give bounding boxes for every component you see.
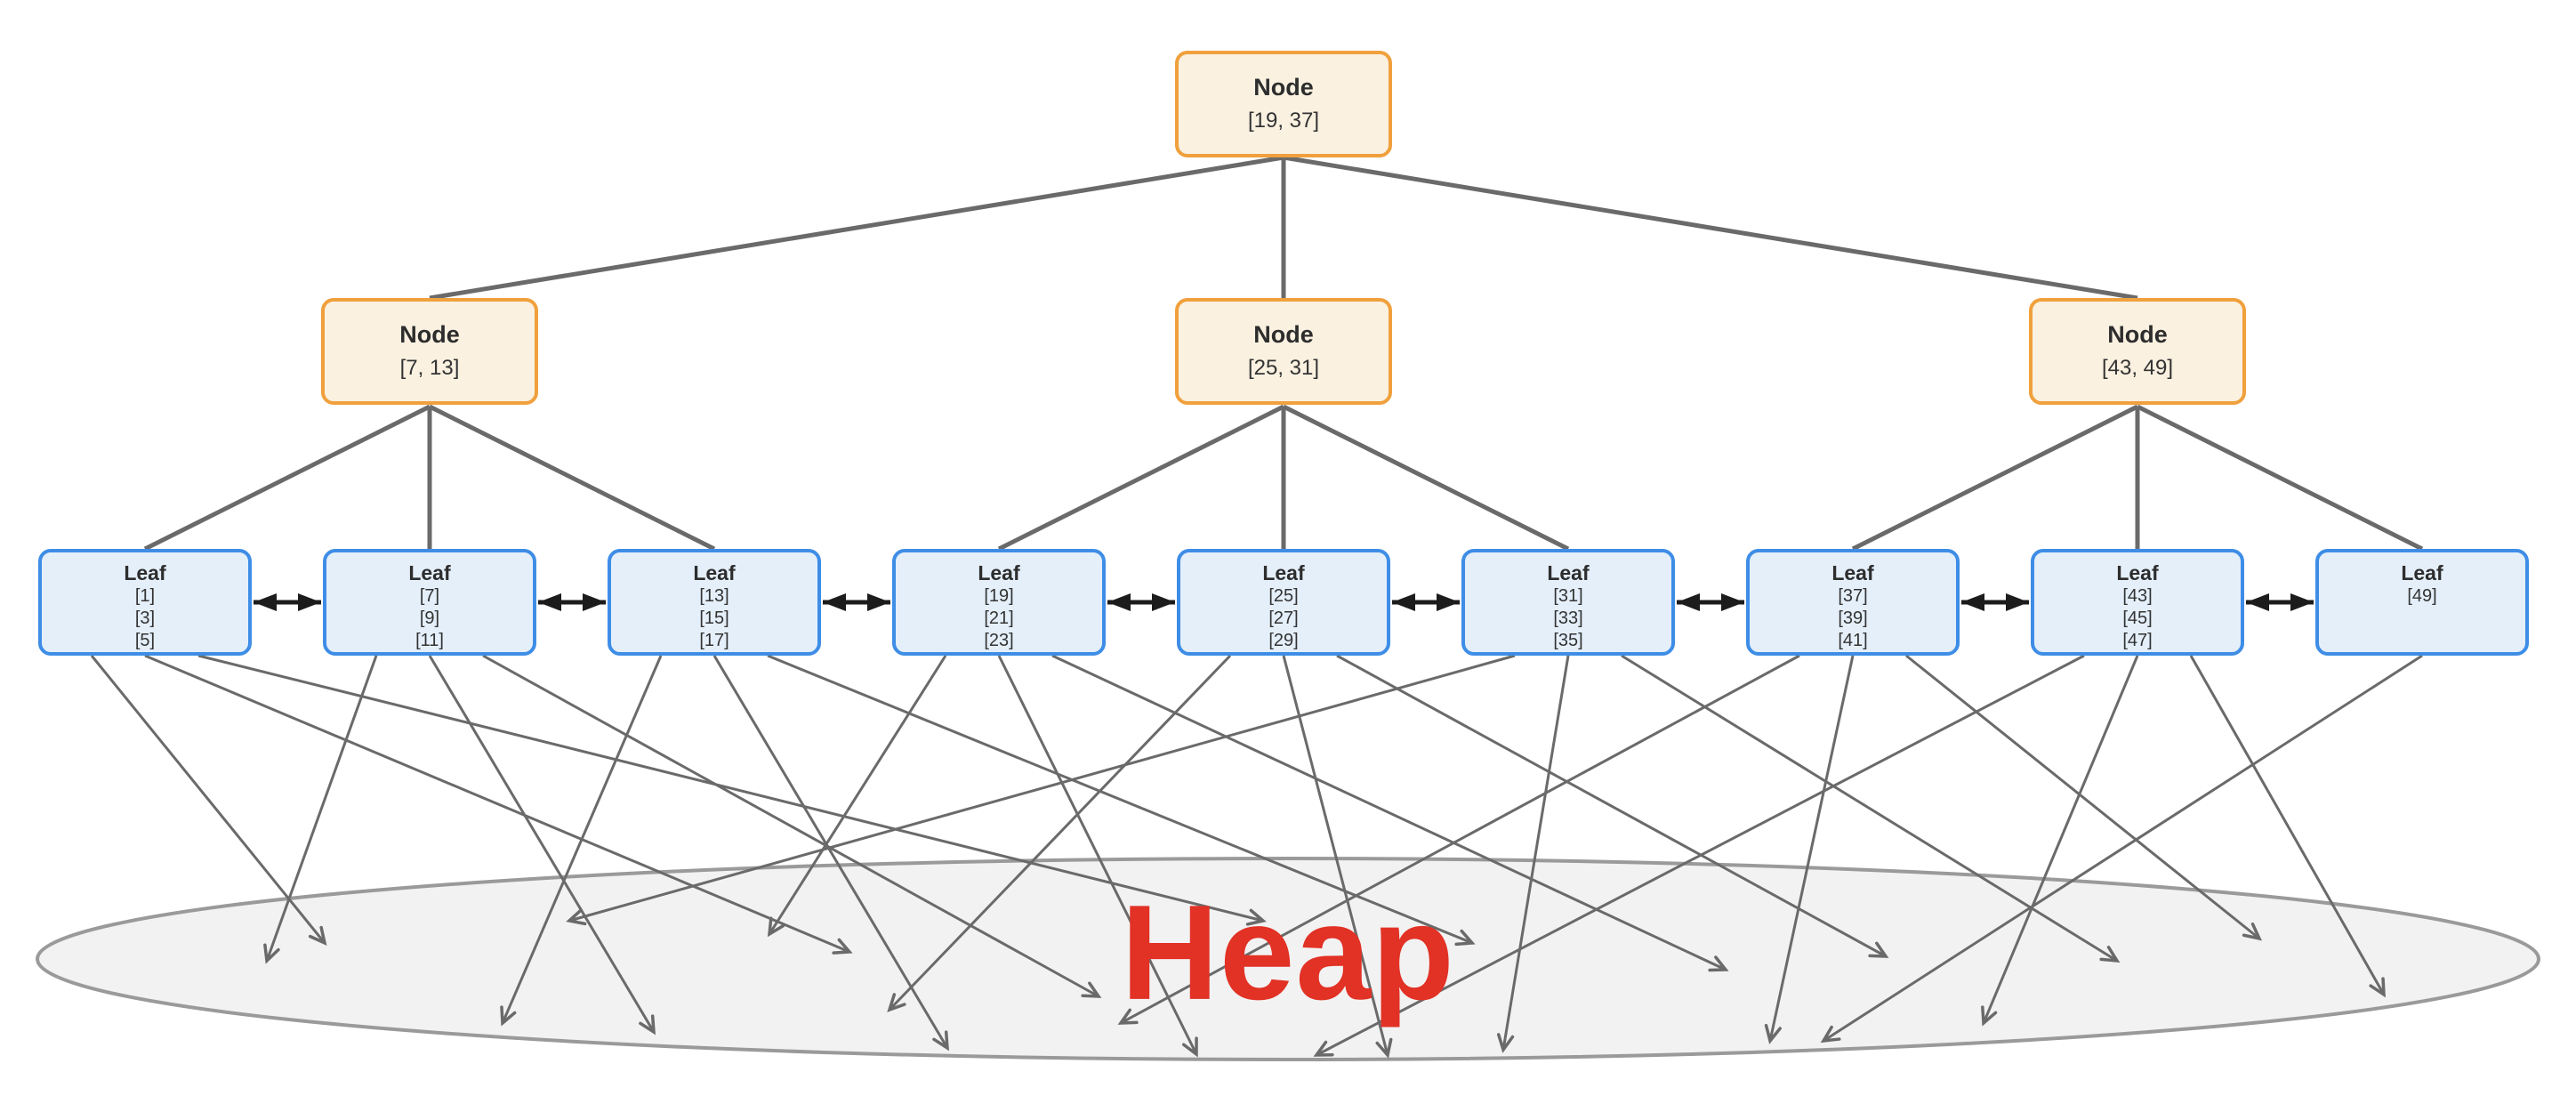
leaf-node-6: Leaf [31] [33] [35]: [1461, 549, 1675, 656]
leaf-key: [1]: [134, 586, 156, 606]
internal-node-2: Node [25, 31]: [1175, 298, 1392, 405]
leaf-node-2: Leaf [7] [9] [11]: [323, 549, 536, 656]
leaf-node-7: Leaf [37] [39] [41]: [1746, 549, 1960, 656]
internal-node-title: Node: [1253, 321, 1314, 348]
leaf-key: [13]: [699, 586, 729, 606]
internal-node-title: Node: [2107, 321, 2168, 348]
root-node: Node [19, 37]: [1175, 51, 1392, 157]
leaf-key: [23]: [984, 631, 1014, 650]
leaf-key: [43]: [2122, 586, 2153, 606]
leaf-title: Leaf: [978, 561, 1020, 584]
leaf-key: [3]: [134, 608, 156, 628]
leaf-key: [7]: [419, 586, 440, 606]
leaf-key: [17]: [699, 631, 729, 650]
leaf-node-8: Leaf [43] [45] [47]: [2031, 549, 2244, 656]
leaf-key: [27]: [1268, 608, 1299, 628]
leaf-node-3: Leaf [13] [15] [17]: [608, 549, 821, 656]
leaf-key: [9]: [419, 608, 440, 628]
leaf-title: Leaf: [2116, 561, 2159, 584]
leaf-node-9: Leaf [49]: [2315, 549, 2529, 656]
root-node-title: Node: [1253, 74, 1314, 101]
leaf-key: [11]: [415, 631, 444, 650]
leaf-key: [29]: [1268, 631, 1299, 650]
internal-node-keys: [25, 31]: [1247, 356, 1320, 381]
internal-node-3: Node [43, 49]: [2029, 298, 2246, 405]
leaf-key: [21]: [984, 608, 1014, 628]
leaf-title: Leaf: [2401, 561, 2443, 584]
leaf-key: [25]: [1268, 586, 1299, 606]
leaf-title: Leaf: [1262, 561, 1305, 584]
leaf-key: [47]: [2122, 631, 2153, 650]
leaf-key: [41]: [1838, 631, 1868, 650]
leaf-key: [19]: [984, 586, 1014, 606]
leaf-key: [37]: [1838, 586, 1868, 606]
leaf-node-4: Leaf [19] [21] [23]: [892, 549, 1106, 656]
leaf-key: [39]: [1838, 608, 1868, 628]
leaf-node-5: Leaf [25] [27] [29]: [1177, 549, 1390, 656]
leaf-title: Leaf: [124, 561, 166, 584]
leaf-key: [33]: [1553, 608, 1583, 628]
leaf-title: Leaf: [1831, 561, 1874, 584]
internal-node-keys: [7, 13]: [399, 356, 460, 381]
leaf-title: Leaf: [1547, 561, 1590, 584]
leaf-key: [45]: [2122, 608, 2153, 628]
leaf-key: [35]: [1553, 631, 1583, 650]
internal-node-keys: [43, 49]: [2101, 356, 2174, 381]
leaf-key: [49]: [2407, 586, 2437, 606]
leaf-node-1: Leaf [1] [3] [5]: [38, 549, 252, 656]
root-node-keys: [19, 37]: [1247, 109, 1320, 133]
leaf-title: Leaf: [693, 561, 736, 584]
leaf-title: Leaf: [408, 561, 451, 584]
leaf-key: [31]: [1553, 586, 1583, 606]
leaf-key: [15]: [699, 608, 729, 628]
heap-label: Heap: [1121, 876, 1455, 1028]
internal-node-1: Node [7, 13]: [321, 298, 538, 405]
internal-node-title: Node: [399, 321, 460, 348]
leaf-key: [5]: [134, 631, 156, 650]
